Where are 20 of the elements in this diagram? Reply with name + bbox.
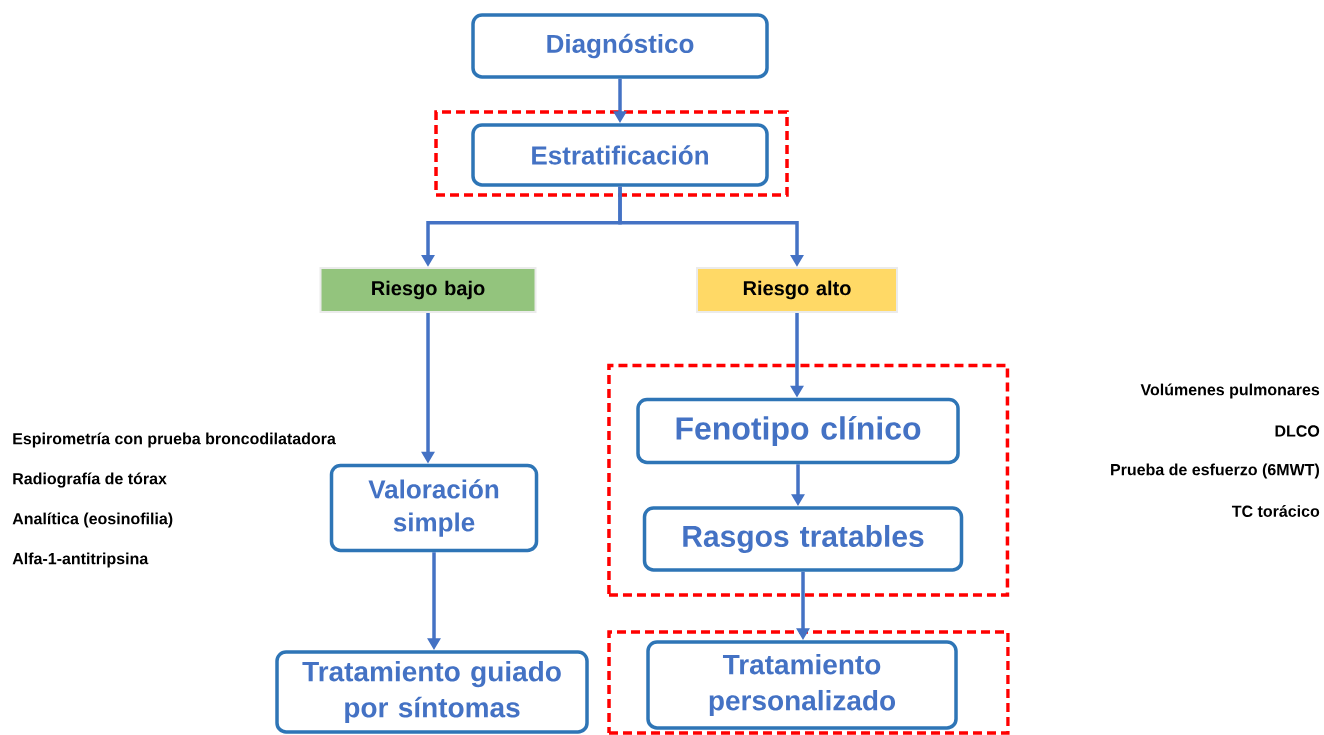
process-box: Diagnóstico: [471, 13, 769, 79]
test-list-item: DLCO: [1275, 425, 1320, 437]
risk-label-box: Riesgo alto: [696, 267, 898, 313]
process-box: Tratamiento personalizado: [646, 640, 958, 730]
dashed-group-box: [607, 363, 1010, 597]
test-list-item: Volúmenes pulmonares: [1140, 383, 1320, 399]
dashed-group-box: [607, 630, 1010, 735]
test-list-item: Espirometría con prueba broncodilatadora: [13, 432, 336, 448]
process-box: Rasgos tratables: [642, 506, 964, 572]
process-box: Estratificación: [471, 123, 769, 187]
process-box: Tratamiento guiado por síntomas: [275, 650, 589, 734]
test-list-item: TC torácico: [1231, 505, 1320, 517]
risk-label-box: Riesgo bajo: [319, 267, 537, 313]
test-list-item: Analítica (eosinofilia): [12, 512, 173, 528]
dashed-group-box: [434, 110, 789, 197]
test-list-item: Alfa-1-antitripsina: [12, 552, 149, 568]
test-list-item: Prueba de esfuerzo (6MWT): [1111, 463, 1319, 479]
test-list-item: Radiografía de tórax: [13, 472, 167, 488]
process-box: Valoración simple: [329, 463, 539, 553]
process-box: Fenotipo clínico: [636, 397, 960, 465]
